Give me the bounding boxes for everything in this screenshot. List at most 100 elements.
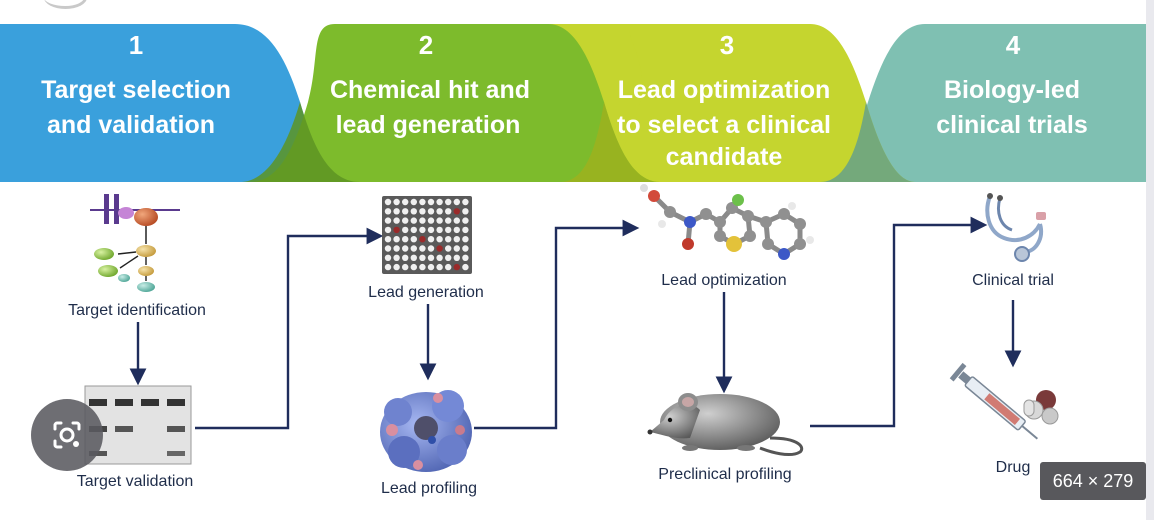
target-validation-gel-icon [84,385,192,465]
plate-well [436,226,443,234]
arrow-validation-to-lead-generation [195,227,384,430]
plate-well [402,245,409,252]
plate-well [453,254,460,261]
stage-2-title-line-1: Chemical hit and [330,76,530,104]
plate-well [410,226,417,234]
arrow-preclinical-to-clinical [810,216,988,428]
page-edge-scroll-gutter [1146,0,1154,520]
plate-well [445,236,452,243]
drug-syringe-pills-icon [949,362,1059,440]
plate-well [402,217,409,224]
plate-well [427,198,435,206]
plate-well [402,236,409,243]
stage-2-number: 2 [419,30,433,60]
plate-well [393,226,400,234]
plate-well [410,263,417,271]
stage-3-body [585,24,915,182]
stage-3-4-shadow [820,102,915,182]
plate-well [410,236,417,243]
plate-well [436,217,443,224]
stage-1-title-line-1: Target selection [41,76,231,104]
plate-well [384,254,392,261]
plate-well [427,254,435,261]
plate-well [445,254,452,261]
plate-well [436,208,443,215]
plate-well [419,263,426,271]
lead-generation-plate-icon [382,196,472,274]
label-target-validation: Target validation [77,473,194,490]
label-target-identification: Target identification [68,302,206,319]
label-preclinical-profiling: Preclinical profiling [658,466,791,483]
plate-well [427,236,435,243]
stage-3-title-line-3: candidate [666,143,783,171]
plate-well [445,245,452,252]
plate-well [427,217,435,224]
plate-well [402,226,409,234]
stage-3-title-line-1: Lead optimization [618,76,831,104]
stage-4-number: 4 [1006,30,1021,60]
plate-well [453,217,460,224]
plate-well [393,245,400,252]
plate-well [427,226,435,234]
stage-1-2-shadow [240,102,360,182]
plate-well [436,198,443,206]
stage-2-3-shadow [560,102,660,182]
plate-well [393,208,400,215]
stage-4-title-line-2: clinical trials [936,111,1087,139]
plate-well [393,236,400,243]
plate-well [419,226,426,234]
flow-arrows [129,216,1022,430]
stage-1-title-line-2: and validation [47,111,215,139]
plate-well [436,236,443,243]
plate-well [419,236,426,243]
plate-well [402,208,409,215]
plate-well [384,236,392,243]
stage-banner: 1 Target selection and validation 2 Chem… [0,24,1146,182]
plate-well [410,217,417,224]
plate-well [462,245,469,252]
plate-well [462,254,469,261]
plate-well [445,263,452,271]
plate-well [393,263,400,271]
lead-optimization-molecule-icon [640,184,814,260]
plate-well [445,226,452,234]
plate-well [410,198,417,206]
plate-well [462,217,469,224]
label-clinical-trial: Clinical trial [972,272,1054,289]
label-lead-profiling: Lead profiling [381,480,477,497]
stage-4-band [810,24,1146,182]
stage-2-title-line-2: lead generation [336,111,521,139]
stage-4-title-line-1: Biology-led [944,76,1080,104]
visual-search-button[interactable] [31,399,103,471]
plate-well [453,208,460,215]
plate-well [393,254,400,261]
plate-well [384,208,392,215]
plate-well [384,263,392,271]
plate-well [410,245,417,252]
stage-3-number: 3 [720,30,734,60]
plate-well [453,226,460,234]
label-lead-optimization: Lead optimization [661,272,786,289]
plate-well [393,217,400,224]
plate-well [453,198,460,206]
stage-1-band [0,24,360,182]
stage-1-number: 1 [129,30,143,60]
plate-well [402,263,409,271]
stethoscope-icon [985,193,1046,262]
stage-3-title-line-2: to select a clinical [617,111,831,139]
plate-well [410,254,417,261]
plate-well [436,254,443,261]
plate-well [462,236,469,243]
plate-well [436,245,443,252]
plate-well [393,198,400,206]
plate-well [453,263,460,271]
plate-well [410,208,417,215]
plate-well [419,198,426,206]
target-identification-icon [90,194,180,292]
lead-profiling-protein-icon [380,390,472,472]
plate-well [402,198,409,206]
arrow-profiling-to-optimization [474,219,640,430]
plate-well [445,208,452,215]
plate-well [384,226,392,234]
